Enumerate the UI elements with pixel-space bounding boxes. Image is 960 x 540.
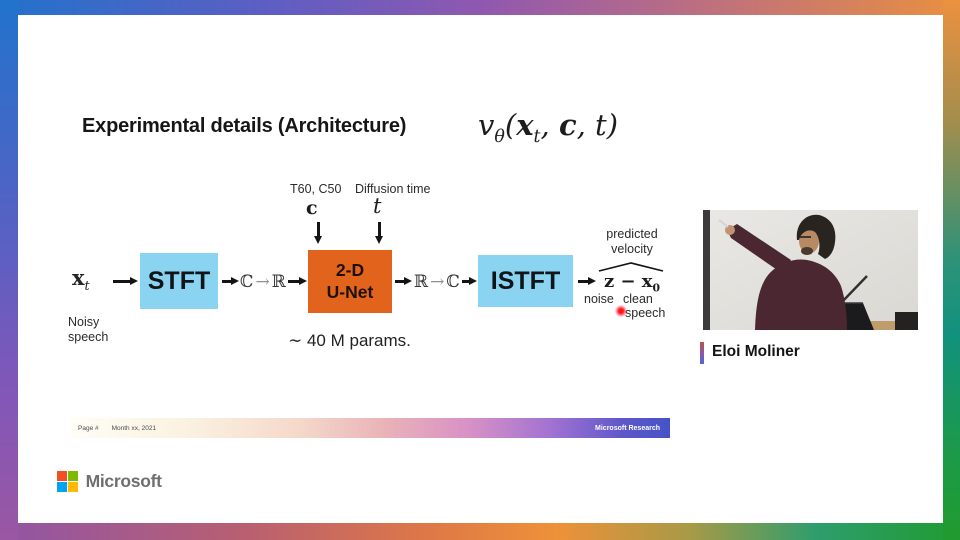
output-z-minus-x0: z − x0: [598, 271, 666, 295]
xt-base: x: [72, 265, 85, 290]
formula-t: t: [595, 108, 607, 142]
speaker-accent-bar: [700, 342, 704, 364]
arrow-stft-to-c2r: [222, 280, 232, 283]
speaker-video: [703, 210, 918, 330]
frame-border-left: [0, 0, 18, 540]
real-to-complex-label: ℝ→ℂ: [414, 272, 460, 292]
unet-line2: U-Net: [326, 281, 374, 302]
speaker-name: Eloi Moliner: [712, 343, 800, 360]
noisy-speech-label: Noisy speech: [68, 315, 108, 345]
footer-page-number: Page #: [78, 424, 99, 432]
input-xt: xt: [72, 265, 90, 293]
ms-square-yellow: [68, 482, 78, 492]
frame-border-top: [0, 0, 960, 15]
formula-theta-sub: θ: [494, 126, 505, 147]
cond-label-diffusion-time: Diffusion time: [355, 182, 431, 196]
noise-label: noise: [584, 292, 614, 306]
set-r2: ℝ: [414, 272, 429, 292]
formula-sep: ,: [540, 108, 559, 142]
params-label: ∼ 40 M params.: [288, 331, 411, 351]
cond-label-t60-c50: T60, C50: [290, 182, 342, 196]
arrow-r2c-to-istft: [462, 280, 470, 283]
footer-date: Month xx, 2021: [111, 424, 157, 432]
laser-pointer-dot: [615, 305, 627, 317]
pred-line2: velocity: [611, 242, 653, 256]
formula-sep2: ,: [576, 108, 596, 142]
arrow-c-into-unet: [317, 222, 320, 237]
stft-box: STFT: [140, 253, 218, 309]
velocity-formula: vθ(xt, c, t): [478, 108, 618, 147]
x0-sub: 0: [652, 281, 661, 295]
arrow-xt-to-stft: [113, 280, 131, 283]
frame-border-bottom: [0, 523, 960, 540]
formula-c: c: [558, 108, 577, 142]
set-c2: ℂ: [446, 272, 460, 292]
noisy-line2: speech: [68, 330, 109, 344]
microsoft-logo: Microsoft: [57, 471, 162, 492]
complex-to-real-label: ℂ→ℝ: [240, 272, 286, 292]
speaker-scene: [703, 210, 918, 330]
formula-paren-close: ): [606, 108, 619, 142]
tilde-symbol: ∼: [288, 331, 303, 351]
formula-x-sub: t: [533, 126, 541, 147]
x0-base: x: [641, 271, 653, 292]
speech-label: speech: [625, 306, 666, 320]
set-r: ℝ: [271, 272, 286, 292]
map-arrow: →: [255, 272, 270, 292]
slide-title: Experimental details (Architecture): [82, 115, 407, 137]
arrow-istft-to-output: [578, 280, 589, 283]
unet-line1: 2-D: [335, 259, 365, 280]
params-text: 40 M params.: [302, 331, 411, 350]
wide-hat-glyph: [598, 262, 664, 272]
cond-symbol-c: c: [306, 197, 318, 219]
arrow-t-into-unet: [378, 222, 381, 237]
slide-canvas: Experimental details (Architecture) vθ(x…: [18, 15, 943, 523]
frame-border-right: [943, 0, 960, 540]
slide-footer-bar: Page # Month xx, 2021 Microsoft Research: [70, 418, 670, 438]
cond-symbol-t: t: [373, 194, 382, 218]
unet-box: 2-D U-Net: [308, 250, 392, 313]
noisy-line1: Noisy: [68, 315, 100, 329]
arrow-unet-to-r2c: [395, 280, 405, 283]
microsoft-logo-icon: [57, 471, 78, 492]
pred-line1: predicted: [606, 227, 658, 241]
clean-label: clean: [623, 292, 653, 306]
ms-square-green: [68, 471, 78, 481]
map-arrow2: →: [430, 272, 445, 292]
formula-paren: (: [504, 108, 517, 142]
set-c: ℂ: [240, 272, 254, 292]
istft-box: ISTFT: [478, 255, 573, 307]
predicted-velocity-label: predicted velocity: [596, 227, 668, 257]
formula-v: v: [478, 108, 495, 142]
formula-x: x: [516, 108, 534, 142]
minus-sign: −: [614, 271, 642, 292]
arrow-c2r-to-unet: [288, 280, 300, 283]
xt-sub: t: [84, 278, 90, 294]
footer-brand: Microsoft Research: [595, 424, 660, 432]
microsoft-logo-text: Microsoft: [85, 471, 162, 491]
ms-square-blue: [57, 482, 67, 492]
ms-square-red: [57, 471, 67, 481]
z-symbol: z: [603, 271, 615, 292]
